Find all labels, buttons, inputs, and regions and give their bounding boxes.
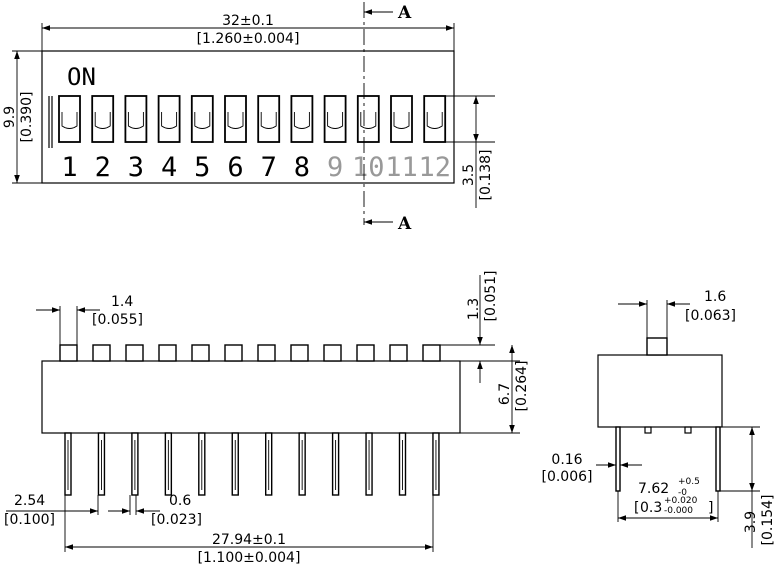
pin-width-label: 0.6 xyxy=(169,493,191,509)
side-notch-right xyxy=(684,426,692,434)
position-number: 7 xyxy=(261,152,277,183)
row-spacing-in-tol-lower: -0.000 xyxy=(664,506,693,516)
position-number: 2 xyxy=(95,152,111,183)
actuator xyxy=(356,344,375,362)
front-body-outline xyxy=(41,360,461,434)
side-pin-left xyxy=(615,426,621,492)
position-number: 8 xyxy=(294,152,310,183)
actuator xyxy=(224,344,243,362)
row-spacing-label: 7.62 xyxy=(638,481,669,497)
row-spacing-bracket-left: [ xyxy=(634,500,639,516)
pin-span-inch-label: [1.100±0.004] xyxy=(198,550,301,566)
pin-width-inch-label: [0.023] xyxy=(151,512,202,528)
pitch-inch-label: [0.100] xyxy=(4,512,55,528)
actuator xyxy=(191,344,210,362)
actuator-width-inch-label: [0.055] xyxy=(92,312,143,328)
pin-length-inch-label: [0.154] xyxy=(760,494,776,545)
side-notch-left xyxy=(644,426,652,434)
switch-slot xyxy=(58,95,81,143)
top-body-outline xyxy=(41,50,455,184)
actuator xyxy=(59,344,78,362)
position-number: 11 xyxy=(385,152,418,183)
position-number: 1 xyxy=(61,152,77,183)
height-dim-inch-label: [0.390] xyxy=(19,91,35,142)
switch-dim-inch-label: [0.138] xyxy=(478,149,494,200)
actuator xyxy=(389,344,408,362)
side-actuator-width-label: 1.6 xyxy=(704,289,726,305)
row-spacing-in-tol-upper: +0.020 xyxy=(664,496,698,506)
position-number: 10 xyxy=(352,152,385,183)
row-spacing-tol-lower: -0 xyxy=(678,488,687,498)
position-number: 12 xyxy=(418,152,451,183)
height-dim-label: 9.9 xyxy=(2,106,18,128)
actuator-height-inch-label: [0.051] xyxy=(483,270,499,321)
pin-thickness-inch-label: [0.006] xyxy=(541,469,592,485)
switch-slot xyxy=(157,95,181,143)
switch-slot xyxy=(390,95,413,143)
position-number: 5 xyxy=(194,152,210,183)
switch-array xyxy=(58,95,447,143)
position-number: 4 xyxy=(161,152,177,183)
row-spacing-bracket-right: ] xyxy=(708,500,713,516)
switch-slot xyxy=(290,95,314,143)
actuator xyxy=(290,344,309,362)
length-dim-inch-label: [1.260±0.004] xyxy=(197,31,300,47)
body-height-inch-label: [0.264] xyxy=(514,360,530,411)
actuator-height-label: 1.3 xyxy=(466,298,482,320)
row-spacing-inch-label: 0.3 xyxy=(640,500,662,516)
switch-slot xyxy=(91,95,115,143)
pin-thickness-label: 0.16 xyxy=(551,452,582,468)
row-spacing-tol-upper: +0.5 xyxy=(678,477,700,487)
side-body-outline xyxy=(597,354,723,428)
switch-slot xyxy=(423,95,447,143)
switch-dim-label: 3.5 xyxy=(461,164,477,186)
section-label-bottom: A xyxy=(397,214,412,234)
side-pin-right xyxy=(715,426,721,492)
actuator xyxy=(323,344,342,362)
actuator-row xyxy=(59,344,441,362)
side-view: 1.6 [0.063] 0.16 [0.006] 7.62 +0.5 -0 [ … xyxy=(541,289,776,548)
position-number: 6 xyxy=(227,152,243,183)
pin-span-label: 27.94±0.1 xyxy=(212,532,286,548)
body-height-label: 6.7 xyxy=(497,383,513,405)
length-dim-label: 32±0.1 xyxy=(222,13,274,29)
actuator-width-label: 1.4 xyxy=(111,294,133,310)
front-view: 1.4 [0.055] 1.3 [0.051] 6.7 [0.264] 2.54… xyxy=(4,270,530,566)
position-number: 9 xyxy=(327,152,343,183)
on-label: ON xyxy=(67,63,96,91)
section-label-top: A xyxy=(397,3,412,23)
switch-slot xyxy=(257,95,281,143)
pin-length-label: 3.9 xyxy=(743,511,759,533)
switch-slot xyxy=(356,95,380,143)
position-number: 3 xyxy=(128,152,144,183)
switch-slot xyxy=(323,95,347,143)
side-actuator xyxy=(646,337,668,356)
actuator xyxy=(92,344,111,362)
actuator xyxy=(257,344,276,362)
actuator xyxy=(422,344,441,362)
switch-slot xyxy=(224,95,247,143)
pin-row xyxy=(64,432,440,496)
actuator xyxy=(158,344,177,362)
switch-slot xyxy=(124,95,148,143)
switch-slot xyxy=(190,95,214,143)
pitch-label: 2.54 xyxy=(14,493,45,509)
side-actuator-width-inch-label: [0.063] xyxy=(685,308,736,324)
actuator xyxy=(125,344,144,362)
